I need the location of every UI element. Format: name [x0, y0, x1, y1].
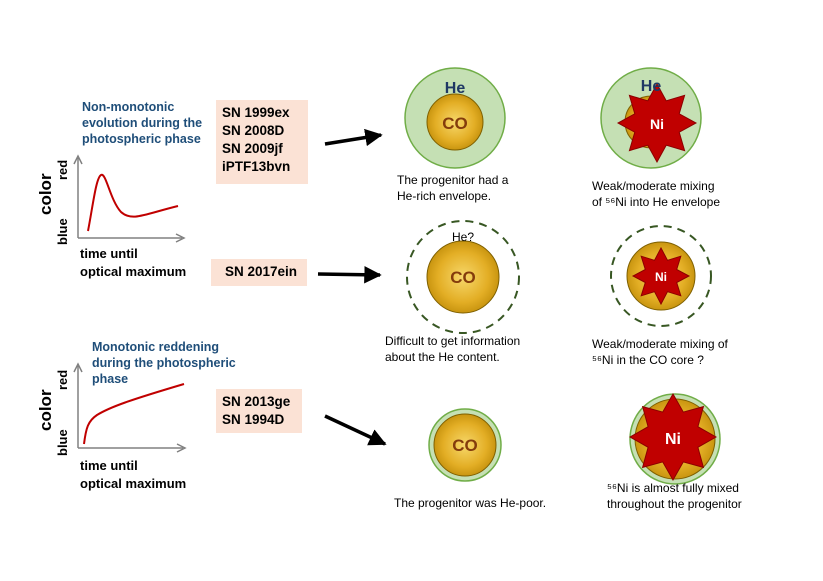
co-label: CO	[450, 268, 476, 287]
plot-top-x-title: time until optical maximum	[80, 246, 187, 279]
he-label: He	[641, 78, 662, 95]
sn-list-row-3: SN 2013ge SN 1994D	[216, 389, 302, 433]
plot-bottom-x-arrow	[176, 443, 187, 453]
co-core	[426, 93, 484, 151]
plot-top-x-arrow	[175, 233, 186, 243]
ni-label: Ni	[665, 431, 681, 448]
arrow-row-3	[324, 414, 387, 446]
ni-star-icon	[616, 82, 698, 164]
star-unknown-he	[406, 220, 520, 334]
plot-top	[73, 154, 186, 243]
plot-top-y-top-label: red	[55, 159, 70, 180]
ni-label: Ni	[655, 270, 667, 284]
caption-row-2-left: Difficult to get information about the H…	[385, 334, 521, 364]
plot-bottom	[73, 362, 187, 453]
description-monotonic: Monotonic reddening during the photosphe…	[92, 340, 236, 386]
co-core	[426, 240, 500, 314]
plot-top-y-bottom-label: blue	[55, 218, 70, 245]
plot-top-y-arrow	[73, 154, 83, 165]
co-label: CO	[452, 436, 478, 455]
star-he-rich-mixed	[600, 67, 702, 169]
he-question-label: He?	[452, 230, 474, 244]
caption-row-1-left: The progenitor had a He-rich envelope.	[397, 173, 509, 203]
plot-bottom-x-title: time until optical maximum	[80, 458, 187, 491]
dashed-shell	[406, 220, 520, 334]
star-unknown-he-mixed	[610, 225, 712, 327]
plot-bottom-y-bottom-label: blue	[55, 429, 70, 456]
ni-star-icon	[631, 246, 691, 306]
sn-list-row-2: SN 2017ein	[211, 259, 307, 286]
caption-row-3-right: ⁵⁶Ni is almost fully mixed throughout th…	[607, 481, 742, 511]
caption-row-2-right: Weak/moderate mixing of ⁵⁶Ni in the CO c…	[592, 337, 728, 367]
star-he-rich	[404, 67, 506, 169]
plot-bottom-curve	[83, 383, 185, 445]
ni-star-icon	[628, 392, 718, 482]
caption-row-1-right: Weak/moderate mixing of ⁵⁶Ni into He env…	[592, 179, 720, 209]
ni-label: Ni	[650, 116, 664, 132]
dashed-shell	[610, 225, 712, 327]
sn-list-row-1: SN 1999ex SN 2008D SN 2009jf iPTF13bvn	[216, 100, 308, 184]
arrow-row-1	[324, 128, 383, 147]
plot-bottom-y-arrow	[73, 362, 83, 373]
star-he-poor	[428, 408, 502, 482]
arrow-row-2	[317, 265, 382, 284]
star-fully-mixed	[628, 392, 721, 485]
caption-row-3-left: The progenitor was He-poor.	[394, 496, 547, 510]
plot-top-curve	[87, 173, 179, 232]
plot-bottom-y-title: color	[36, 389, 55, 431]
he-label: He	[445, 80, 466, 97]
plot-bottom-y-top-label: red	[55, 369, 70, 390]
co-label: CO	[442, 114, 468, 133]
description-non-monotonic: Non-monotonic evolution during the photo…	[82, 100, 203, 146]
co-core	[433, 413, 497, 477]
plot-top-y-title: color	[36, 173, 55, 215]
